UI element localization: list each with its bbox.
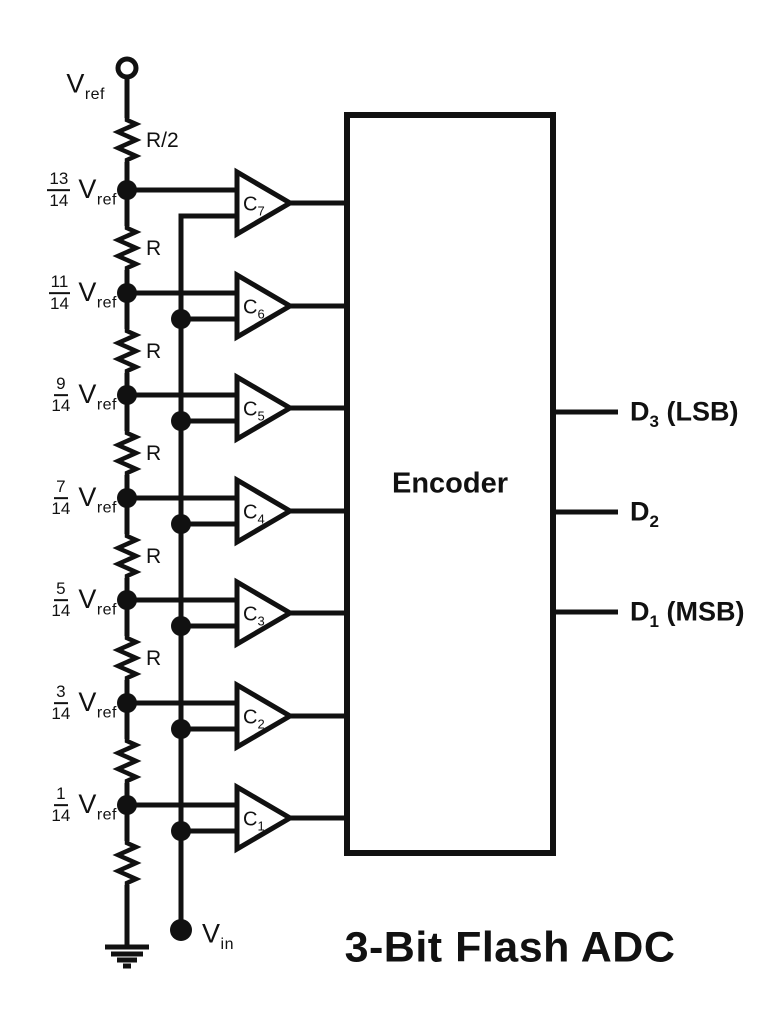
resistor-label-r: R <box>146 237 162 260</box>
comparator-triangle <box>234 167 295 239</box>
vin-terminal-dot <box>170 919 192 941</box>
vref-label: Vref <box>66 68 105 103</box>
resistor-label-r: R <box>146 340 162 363</box>
output-lines <box>553 409 618 615</box>
output-label-d1: D1 (MSB) <box>630 596 745 631</box>
tap-junction-dot <box>117 283 137 303</box>
tap-junction-dot <box>117 488 137 508</box>
encoder-label: Encoder <box>391 467 509 500</box>
tap-junction-dot <box>117 180 137 200</box>
vin-base: V <box>202 918 221 949</box>
junction-dots <box>117 180 192 941</box>
vin-bus <box>178 213 240 930</box>
output-label-d3: D3 (LSB) <box>630 396 739 431</box>
comparator-label-c7: C7 <box>243 193 265 219</box>
bus-junction-dot <box>171 616 191 636</box>
vin-sub: in <box>220 935 234 953</box>
comparator-triangle <box>234 680 295 752</box>
vref-sub: ref <box>84 85 105 103</box>
tap-junction-dot <box>117 795 137 815</box>
comparator-triangle <box>234 270 295 342</box>
ground-icon <box>105 944 149 969</box>
comparator-label-c4: C4 <box>243 501 265 527</box>
vin-label: Vin <box>202 918 234 953</box>
comparator-triangle <box>234 577 295 649</box>
bus-junction-dot <box>171 821 191 841</box>
resistor-zigzag <box>112 225 142 271</box>
resistor-zigzag <box>112 328 142 374</box>
resistor-label-r: R <box>146 647 162 670</box>
resistor-zigzag <box>112 430 142 476</box>
comparator-label-c2: C2 <box>243 706 265 732</box>
resistor-zigzag <box>112 533 142 579</box>
resistor-zigzags <box>112 117 142 886</box>
bus-junction-dot <box>171 411 191 431</box>
comparator-label-c3: C3 <box>243 603 265 629</box>
comparator-triangle <box>234 475 295 547</box>
tap-junction-dot <box>117 590 137 610</box>
comparator-label-c1: C1 <box>243 808 265 834</box>
resistor-bottom-zigzag <box>112 840 142 886</box>
vref-base: V <box>66 68 85 99</box>
resistor-r2-zigzag <box>112 117 142 163</box>
resistor-zigzag <box>112 738 142 784</box>
encoder-box <box>344 112 556 856</box>
comparator-label-c5: C5 <box>243 398 265 424</box>
comparator-output-lines <box>290 200 347 821</box>
tap-junction-dot <box>117 693 137 713</box>
vin-input-lines <box>181 316 240 834</box>
resistor-label-r: R <box>146 545 162 568</box>
vref-terminal-icon <box>115 56 139 80</box>
output-label-d2: D2 <box>630 496 659 531</box>
bus-junction-dot <box>171 719 191 739</box>
comparator-triangle <box>234 372 295 444</box>
bus-junction-dot <box>171 514 191 534</box>
comparator-label-c6: C6 <box>243 296 265 322</box>
resistor-zigzag <box>112 635 142 681</box>
comparator-triangles <box>234 167 295 854</box>
tap-junction-dot <box>117 385 137 405</box>
resistor-label-r2: R/2 <box>146 129 179 152</box>
page-title: 3-Bit Flash ADC <box>344 923 676 972</box>
comparator-triangle <box>234 782 295 854</box>
resistor-label-r: R <box>146 442 162 465</box>
bus-junction-dot <box>171 309 191 329</box>
